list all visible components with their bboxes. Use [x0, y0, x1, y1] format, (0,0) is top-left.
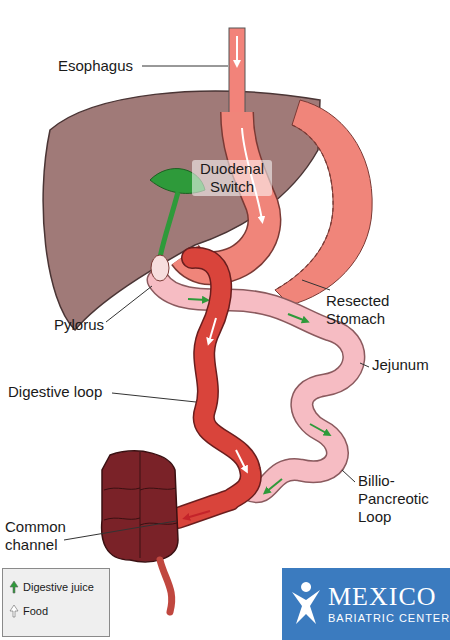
pylorus-stub	[151, 255, 169, 281]
part-label: Esophagus	[58, 57, 133, 75]
resected-stomach	[275, 100, 372, 305]
colon-fold	[104, 452, 177, 558]
logo-box: MEXICOBARIATRIC CENTER	[282, 568, 450, 640]
food-arrow	[186, 511, 210, 518]
legend-text: Digestive juice	[23, 580, 94, 594]
colon	[102, 451, 178, 562]
part-label: Digestive loop	[8, 383, 102, 401]
logo-subtitle: BARIATRIC CENTER	[328, 611, 450, 625]
part-label: Resected Stomach	[326, 292, 410, 328]
appendix	[160, 560, 172, 612]
juice-arrow	[266, 479, 282, 492]
juice-arrow	[288, 314, 306, 321]
digestive-loop-outline	[178, 258, 251, 518]
part-label: Duodenal Switch	[192, 160, 272, 196]
digestive-loop	[178, 258, 251, 518]
leader-lines	[64, 66, 369, 540]
juice-arrow	[310, 424, 328, 434]
legend-text: Food	[23, 604, 48, 618]
part-label: Jejunum	[372, 356, 429, 374]
part-label: Pylorus	[54, 316, 104, 334]
part-label: Billio-Pancreotic Loop	[358, 472, 442, 526]
legend-arrow	[9, 580, 19, 594]
cut-line	[275, 125, 333, 290]
esophagus	[229, 28, 245, 116]
logo-title: MEXICO	[328, 583, 450, 611]
legend-row: Digestive juice	[9, 580, 103, 594]
legend-row: Food	[9, 604, 103, 618]
food-arrow	[236, 36, 238, 64]
part-label: Common channel	[5, 518, 85, 554]
food-arrow	[236, 450, 246, 470]
logo-figure	[288, 578, 324, 628]
legend-arrow	[9, 604, 19, 618]
juice-arrow	[188, 299, 206, 300]
food-arrow	[209, 318, 216, 342]
legend-box: Digestive juiceFood	[2, 568, 110, 637]
